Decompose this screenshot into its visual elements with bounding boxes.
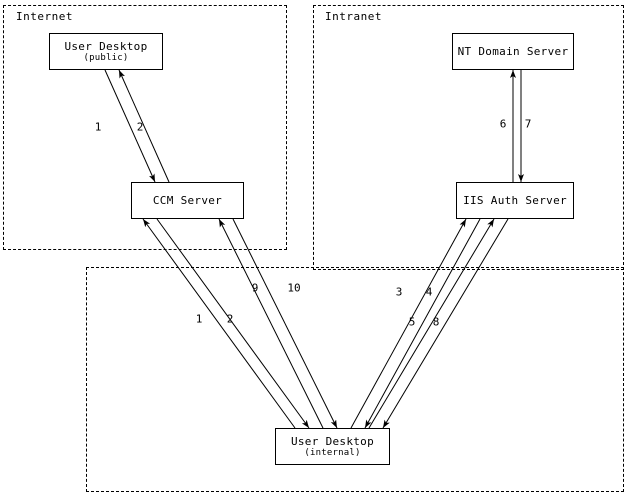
node-title: User Desktop bbox=[64, 39, 148, 53]
edge-label-4: 4 bbox=[425, 285, 433, 299]
edge-1b-internal-to-ccm bbox=[142, 218, 296, 429]
node-title: IIS Auth Server bbox=[463, 194, 567, 207]
edge-label-2: 2 bbox=[136, 120, 144, 134]
edge-label-3: 3 bbox=[395, 285, 403, 299]
edge-10-ccm-to-internal bbox=[232, 218, 338, 429]
edge-2b-ccm-to-internal bbox=[156, 218, 310, 429]
node-title: CCM Server bbox=[152, 194, 223, 207]
edge-2-ccm-to-public bbox=[118, 69, 170, 183]
node-user-desktop-public[interactable]: User Desktop (public) bbox=[49, 33, 163, 70]
node-subtitle: (internal) bbox=[304, 447, 361, 458]
edge-5-internal-to-iis bbox=[368, 218, 495, 429]
node-title: NT Domain Server bbox=[457, 45, 569, 58]
edge-label-10: 10 bbox=[287, 281, 301, 295]
edge-8-iis-to-internal bbox=[382, 218, 509, 429]
zone-internet bbox=[3, 5, 287, 250]
edge-4-iis-to-internal bbox=[364, 218, 481, 429]
edge-label-1: 1 bbox=[94, 120, 102, 134]
edge-9-internal-to-ccm bbox=[218, 218, 324, 429]
edge-label-8: 8 bbox=[432, 315, 440, 329]
edge-label-9: 9 bbox=[251, 281, 259, 295]
node-subtitle: (public) bbox=[83, 52, 129, 63]
node-nt-domain-server[interactable]: NT Domain Server bbox=[452, 33, 574, 70]
edge-label-7: 7 bbox=[524, 117, 532, 131]
node-user-desktop-internal[interactable]: User Desktop (internal) bbox=[275, 428, 390, 465]
node-title: User Desktop bbox=[290, 434, 375, 448]
edge-label-6: 6 bbox=[499, 117, 507, 131]
edge-3-internal-to-iis bbox=[350, 218, 467, 429]
zone-intranet bbox=[313, 5, 624, 270]
edge-label-2: 2 bbox=[226, 312, 234, 326]
edge-label-1: 1 bbox=[195, 312, 203, 326]
node-ccm-server[interactable]: CCM Server bbox=[131, 182, 244, 219]
zone-label-internet: Internet bbox=[16, 10, 73, 23]
node-iis-auth-server[interactable]: IIS Auth Server bbox=[456, 182, 574, 219]
edge-label-5: 5 bbox=[408, 315, 416, 329]
edge-1-public-to-ccm bbox=[104, 69, 156, 183]
zone-label-intranet: Intranet bbox=[325, 10, 382, 23]
zone-internal-network bbox=[86, 267, 624, 492]
